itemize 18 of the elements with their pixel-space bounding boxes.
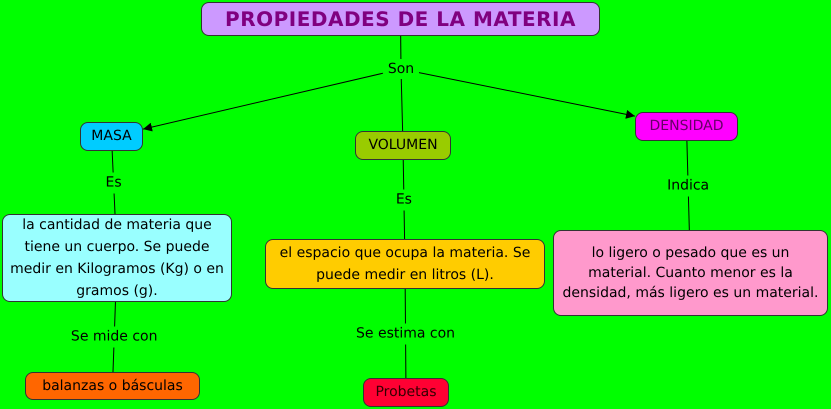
concept-box: DENSIDAD [635, 112, 738, 141]
connector-line [142, 72, 384, 132]
connector-line [112, 150, 116, 214]
concept-box: balanzas o básculas [25, 372, 200, 400]
edge-label: Es [104, 172, 124, 193]
concept-box: lo ligero o pesado que es un material. Cuanto menor es la densidad, más ligero es un material. [553, 230, 828, 316]
title-box: PROPIEDADES DE LA MATERIA [201, 2, 600, 36]
concept-box: MASA [80, 122, 143, 151]
connector-line [400, 78, 404, 132]
connector-line [418, 72, 636, 119]
concept-box: VOLUMEN [355, 131, 451, 160]
concept-box: el espacio que ocupa la materia. Se puede medir en litros (L). [265, 239, 545, 289]
edge-label: Se mide con [68, 326, 160, 348]
connector-line [400, 36, 402, 60]
concept-box: Probetas [363, 378, 449, 407]
linking-phrase: Son [383, 59, 419, 79]
concept-box: la cantidad de materia que tiene un cuerpo. Se puede medir en Kilogramos (Kg) o en gramos (g). [2, 214, 232, 302]
connector-line [402, 160, 406, 240]
